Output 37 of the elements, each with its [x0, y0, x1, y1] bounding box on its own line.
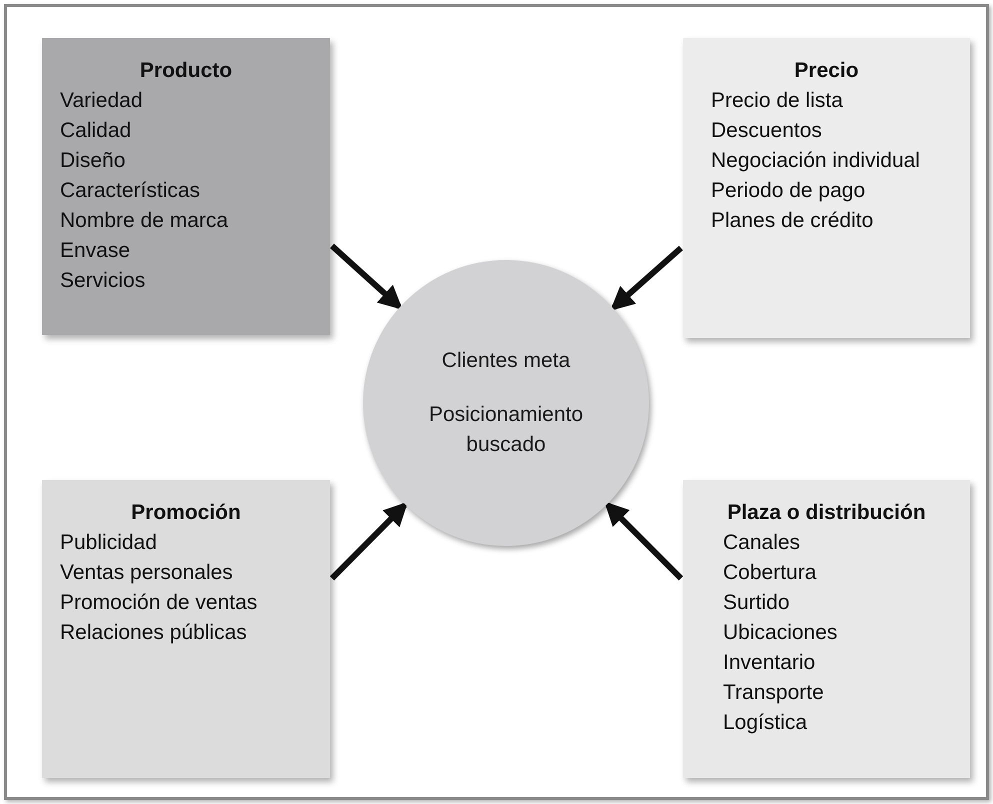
category-box	[42, 480, 330, 778]
category-box	[42, 38, 330, 335]
list-item: Publicidad	[59, 530, 158, 556]
list-item: Nombre de marca	[59, 208, 230, 234]
arrow	[330, 502, 408, 580]
arrow	[330, 244, 403, 310]
category-box	[683, 480, 970, 778]
list-item: Promoción de ventas	[59, 590, 258, 616]
list-item: Transporte	[722, 680, 825, 706]
box-heading: Producto	[138, 58, 234, 84]
circle-text: Clientes meta	[442, 348, 570, 374]
list-item: Inventario	[722, 650, 816, 676]
list-item: Canales	[722, 530, 802, 556]
list-item: Negociación individual	[710, 148, 921, 174]
list-item: Cobertura	[722, 560, 818, 586]
arrow	[610, 246, 683, 311]
list-item: Precio de lista	[710, 88, 844, 114]
list-item: Logística	[722, 710, 808, 736]
list-item: Diseño	[59, 148, 126, 174]
list-item: Periodo de pago	[710, 178, 866, 204]
category-box	[683, 38, 970, 338]
box-heading: Promoción	[130, 500, 242, 526]
list-item: Ventas personales	[59, 560, 234, 586]
list-item: Servicios	[59, 268, 146, 294]
list-item: Planes de crédito	[710, 208, 874, 234]
arrow	[604, 502, 684, 580]
list-item: Relaciones públicas	[59, 620, 248, 646]
list-item: Calidad	[59, 118, 132, 144]
box-heading: Precio	[793, 58, 860, 84]
box-heading: Plaza o distribución	[726, 500, 927, 526]
list-item: Surtido	[722, 590, 791, 616]
list-item: Características	[59, 178, 202, 204]
list-item: Variedad	[59, 88, 144, 114]
list-item: Descuentos	[710, 118, 823, 144]
list-item: Ubicaciones	[722, 620, 838, 646]
circle-text: Posicionamiento buscado	[428, 402, 584, 458]
list-item: Envase	[59, 238, 132, 264]
